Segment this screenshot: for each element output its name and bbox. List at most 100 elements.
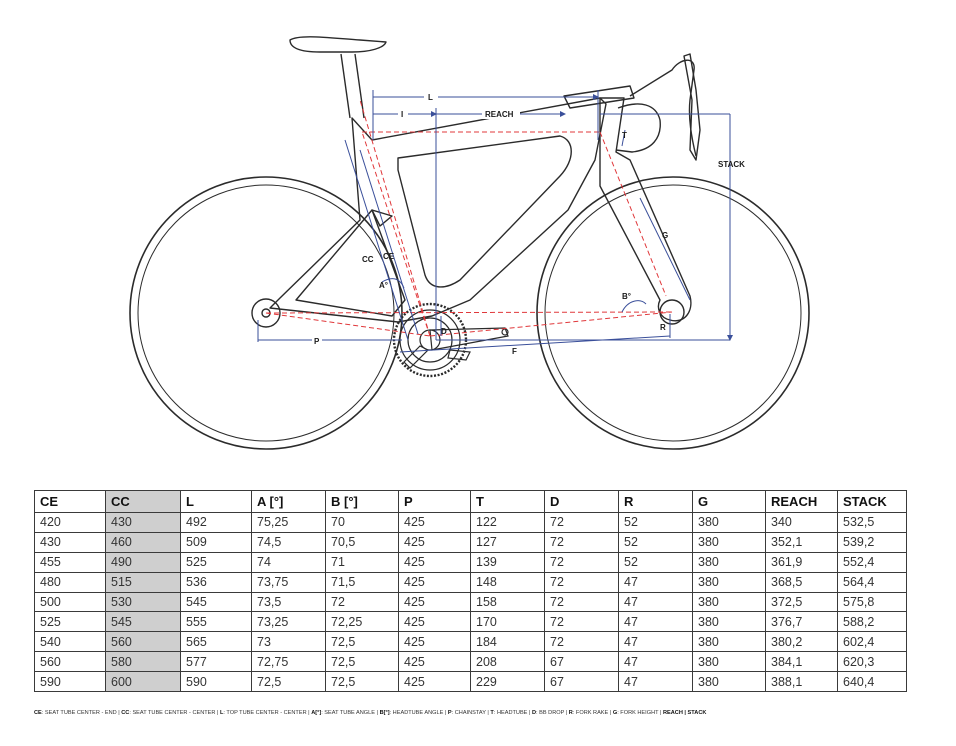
table-cell: 72 xyxy=(544,512,619,533)
table-cell: 376,7 xyxy=(765,611,838,633)
table-cell: 425 xyxy=(398,571,471,593)
table-cell: 388,1 xyxy=(765,671,838,693)
table-cell: 70 xyxy=(325,512,399,533)
table-cell: 430 xyxy=(34,531,106,553)
table-cell: 600 xyxy=(105,671,181,693)
table-cell: 588,2 xyxy=(837,611,907,633)
table-cell: 492 xyxy=(180,512,252,533)
dimension-lines xyxy=(257,90,733,353)
label-cc: CC xyxy=(362,255,374,264)
legend-description: : BB DROP xyxy=(536,710,565,716)
table-cell: 67 xyxy=(544,671,619,693)
table-cell: 515 xyxy=(105,571,181,593)
legend-description: : TOP TUBE CENTER - CENTER xyxy=(223,710,307,716)
table-cell: 425 xyxy=(398,531,471,553)
table-cell: 340 xyxy=(765,512,838,533)
table-cell: 127 xyxy=(470,531,545,553)
saddle-icon xyxy=(289,36,387,53)
table-cell: 530 xyxy=(105,591,181,613)
legend-description: : FORK HEIGHT xyxy=(617,710,659,716)
table-cell: 47 xyxy=(618,631,693,653)
table-cell: 73,75 xyxy=(251,571,326,593)
label-d: D xyxy=(441,327,447,336)
table-cell: 555 xyxy=(180,611,252,633)
table-cell: 560 xyxy=(34,651,106,673)
table-cell: 384,1 xyxy=(765,651,838,673)
table-cell: 540 xyxy=(34,631,106,653)
table-cell: 560 xyxy=(105,631,181,653)
table-cell: 72 xyxy=(544,551,619,573)
table-cell: 425 xyxy=(398,631,471,653)
table-cell: 72 xyxy=(544,531,619,553)
column-header: A [°] xyxy=(251,490,326,513)
table-cell: 380 xyxy=(692,631,766,653)
legend-code: L xyxy=(220,710,224,716)
table-cell: 380 xyxy=(692,651,766,673)
column-header: T xyxy=(470,490,545,513)
table-cell: 229 xyxy=(470,671,545,693)
column-header: CE xyxy=(34,490,106,513)
table-cell: 430 xyxy=(105,512,181,533)
table-cell: 71,5 xyxy=(325,571,399,593)
abbreviation-legend: CE: SEAT TUBE CENTER - END | CC: SEAT TU… xyxy=(34,710,707,716)
table-cell: 425 xyxy=(398,591,471,613)
table-cell: 72 xyxy=(544,611,619,633)
label-reach: REACH xyxy=(485,110,514,119)
front-wheel xyxy=(536,176,810,450)
table-cell: 139 xyxy=(470,551,545,573)
table-cell: 425 xyxy=(398,651,471,673)
label-g: G xyxy=(662,231,668,240)
label-ce: CE xyxy=(383,252,395,261)
table-cell: 380 xyxy=(692,591,766,613)
table-cell: 380 xyxy=(692,512,766,533)
table-cell: 455 xyxy=(34,551,106,573)
table-cell: 67 xyxy=(544,651,619,673)
table-cell: 73,5 xyxy=(251,591,326,613)
table-cell: 580 xyxy=(105,651,181,673)
label-r: R xyxy=(660,323,666,332)
column-header: B [°] xyxy=(325,490,399,513)
column-header: D xyxy=(544,490,619,513)
table-cell: 552,4 xyxy=(837,551,907,573)
table-cell: 380 xyxy=(692,671,766,693)
legend-description: : SEAT TUBE ANGLE xyxy=(321,710,375,716)
table-cell: 170 xyxy=(470,611,545,633)
column-header: G xyxy=(692,490,766,513)
table-cell: 71 xyxy=(325,551,399,573)
legend-code: R xyxy=(568,710,573,716)
table-cell: 509 xyxy=(180,531,252,553)
column-header: STACK xyxy=(837,490,907,513)
table-cell: 52 xyxy=(618,531,693,553)
table-cell: 380 xyxy=(692,611,766,633)
table-cell: 352,1 xyxy=(765,531,838,553)
table-cell: 564,4 xyxy=(837,571,907,593)
bike-frame xyxy=(251,36,701,328)
table-cell: 590 xyxy=(180,671,252,693)
table-cell: 74 xyxy=(251,551,326,573)
legend-code: T xyxy=(490,710,494,716)
table-cell: 70,5 xyxy=(325,531,399,553)
column-header: REACH xyxy=(765,490,838,513)
table-cell: 536 xyxy=(180,571,252,593)
table-cell: 490 xyxy=(105,551,181,573)
table-cell: 545 xyxy=(180,591,252,613)
table-cell: 425 xyxy=(398,671,471,693)
table-cell: 47 xyxy=(618,571,693,593)
table-cell: 184 xyxy=(470,631,545,653)
table-cell: 361,9 xyxy=(765,551,838,573)
table-cell: 148 xyxy=(470,571,545,593)
legend-description: : HEADTUBE ANGLE xyxy=(389,710,444,716)
legend-description: : FORK RAKE xyxy=(572,710,609,716)
table-cell: 47 xyxy=(618,611,693,633)
table-cell: 425 xyxy=(398,512,471,533)
legend-code: B[°] xyxy=(379,710,390,716)
table-cell: 368,5 xyxy=(765,571,838,593)
legend-description: : HEADTUBE xyxy=(493,710,528,716)
